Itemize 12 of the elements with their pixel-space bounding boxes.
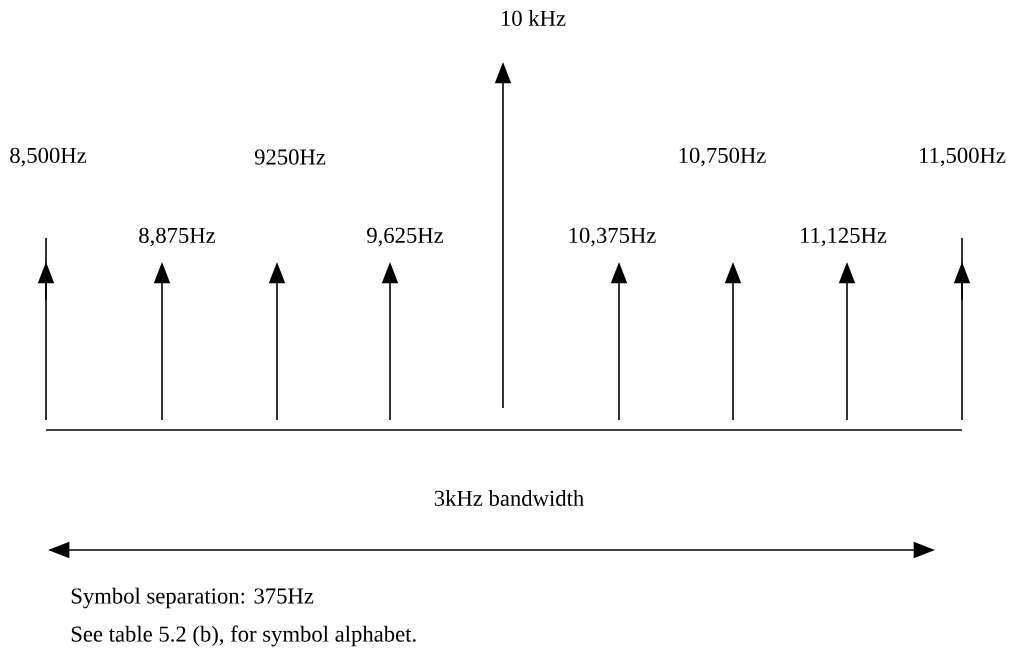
frequency-label: 8,875Hz bbox=[139, 227, 216, 247]
frequency-label: 9250Hz bbox=[254, 149, 326, 165]
frequency-label: 10,375Hz bbox=[569, 227, 656, 247]
frequency-label: 8,500Hz bbox=[10, 147, 87, 167]
frequency-label: 10 kHz bbox=[501, 10, 566, 26]
frequency-label: 11,500Hz bbox=[920, 147, 1006, 167]
bandwidth-label: 3kHz bandwidth bbox=[434, 490, 584, 506]
frequency-label: 11,125Hz bbox=[801, 227, 887, 247]
frequency-label: 9,625Hz bbox=[367, 227, 444, 247]
note-text: Symbol separation: 375Hz bbox=[71, 587, 314, 609]
note-text: See table 5.2 (b), for symbol alphabet. bbox=[71, 625, 416, 647]
frequency-label: 10,750Hz bbox=[679, 147, 766, 167]
